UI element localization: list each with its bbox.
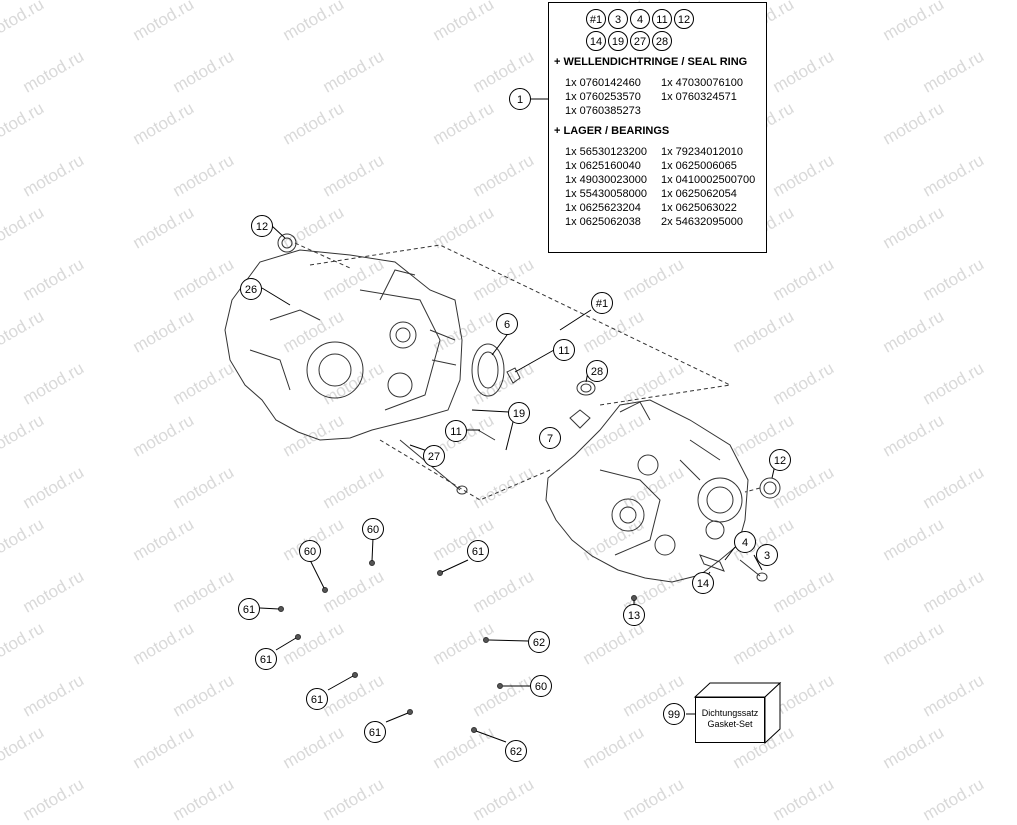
part-code: 1x 0760253570 [565, 91, 641, 103]
kit-callout[interactable]: 19 [608, 31, 628, 51]
callout-1[interactable]: 1 [509, 88, 531, 110]
gasket-ring-6 [471, 343, 505, 397]
callout-61[interactable]: 61 [364, 721, 386, 743]
seal-ring-codes-left: 1x 0760142460 1x 0760253570 1x 076038527… [565, 76, 641, 118]
callout-13[interactable]: 13 [623, 604, 645, 626]
callout-28[interactable]: 28 [586, 360, 608, 382]
watermark-text: motod.ru [319, 774, 388, 825]
kit-callout[interactable]: 27 [630, 31, 650, 51]
left-crankcase-half [224, 249, 463, 441]
repair-kit-box: #1 3 4 11 12 14 19 27 28 + WELLENDICHTRI… [548, 2, 767, 253]
callout-19[interactable]: 19 [508, 402, 530, 424]
kit-callout[interactable]: 3 [608, 9, 628, 29]
kit-callout[interactable]: 12 [674, 9, 694, 29]
part-code: 1x 0625623204 [565, 202, 641, 214]
seal-12-left [277, 233, 297, 253]
part-code: 2x 54632095000 [661, 216, 743, 228]
part-code: 1x 0625062054 [661, 188, 737, 200]
crankcase-line-art [224, 98, 782, 745]
right-crankcase-half [545, 399, 749, 583]
callout-14[interactable]: 14 [692, 572, 714, 594]
bearing-codes-right: 1x 79234012010 1x 0625006065 1x 04100025… [661, 145, 755, 229]
part-code: 1x 0625006065 [661, 160, 737, 172]
gasket-7 [569, 409, 591, 429]
gasket-set-label-de: Dichtungssatz [701, 708, 759, 718]
kit-callout[interactable]: 28 [652, 31, 672, 51]
part-code: 1x 0625160040 [565, 160, 641, 172]
callout-61[interactable]: 61 [467, 540, 489, 562]
gasket-set-box-side [764, 681, 781, 745]
callout-60[interactable]: 60 [362, 518, 384, 540]
gasket-set-box[interactable]: Dichtungssatz Gasket-Set [695, 697, 765, 743]
seal-ring-codes-right: 1x 47030076100 1x 0760324571 [661, 76, 743, 104]
kit-callout[interactable]: 14 [586, 31, 606, 51]
callout-99[interactable]: 99 [663, 703, 685, 725]
bearing-codes-left: 1x 56530123200 1x 0625160040 1x 49030023… [565, 145, 647, 229]
callout-62[interactable]: 62 [505, 740, 527, 762]
pin-11 [477, 429, 496, 441]
part-code: 1x 56530123200 [565, 146, 647, 158]
bracket-11 [506, 367, 521, 384]
seal-ring-heading: + WELLENDICHTRINGE / SEAL RING [554, 56, 748, 68]
part-code: 1x 0410002500700 [661, 174, 756, 186]
watermark-text: motod.ru [919, 774, 988, 825]
exploded-parts-diagram: motod.ru motod.ru motod.ru motod.ru motod.ru… [0, 0, 987, 825]
seal-12-right [759, 477, 781, 499]
part-code: 1x 0760324571 [661, 91, 737, 103]
watermark-text: motod.ru [769, 774, 838, 825]
callout-7[interactable]: 7 [539, 427, 561, 449]
part-code: 1x 0625063022 [661, 202, 737, 214]
part-code: 1x 55430058000 [565, 188, 647, 200]
sleeve-14 [699, 554, 725, 572]
part-code: 1x 0760142460 [565, 77, 641, 89]
callout-60[interactable]: 60 [299, 540, 321, 562]
callout-27[interactable]: 27 [423, 445, 445, 467]
watermark-text: motod.ru [619, 774, 688, 825]
callout-11[interactable]: 11 [445, 420, 467, 442]
kit-callout[interactable]: 4 [630, 9, 650, 29]
part-code: 1x 79234012010 [661, 146, 743, 158]
bearings-heading: + LAGER / BEARINGS [554, 125, 670, 137]
callout-3[interactable]: 3 [756, 544, 778, 566]
callout-60[interactable]: 60 [530, 675, 552, 697]
callout-4[interactable]: 4 [734, 531, 756, 553]
callout-61[interactable]: 61 [238, 598, 260, 620]
part-code: 1x 0760385273 [565, 105, 641, 117]
part-code: 1x 49030023000 [565, 174, 647, 186]
gasket-set-label-en: Gasket-Set [707, 719, 753, 729]
watermark-text: motod.ru [469, 774, 538, 825]
callout-61[interactable]: 61 [306, 688, 328, 710]
callout-12[interactable]: 12 [251, 215, 273, 237]
kit-callout[interactable]: 11 [652, 9, 672, 29]
callout-12[interactable]: 12 [769, 449, 791, 471]
part-code: 1x 0625062038 [565, 216, 641, 228]
bolt-3 [739, 559, 761, 577]
kit-callout[interactable]: #1 [586, 9, 606, 29]
callout-26[interactable]: 26 [240, 278, 262, 300]
callout-11[interactable]: 11 [553, 339, 575, 361]
seal-28 [576, 380, 596, 396]
callout-62[interactable]: 62 [528, 631, 550, 653]
watermark-text: motod.ru [19, 774, 88, 825]
part-code: 1x 47030076100 [661, 77, 743, 89]
callout-61[interactable]: 61 [255, 648, 277, 670]
watermark-text: motod.ru [169, 774, 238, 825]
callout-6[interactable]: 6 [496, 313, 518, 335]
callout-kit-ref[interactable]: #1 [591, 292, 613, 314]
